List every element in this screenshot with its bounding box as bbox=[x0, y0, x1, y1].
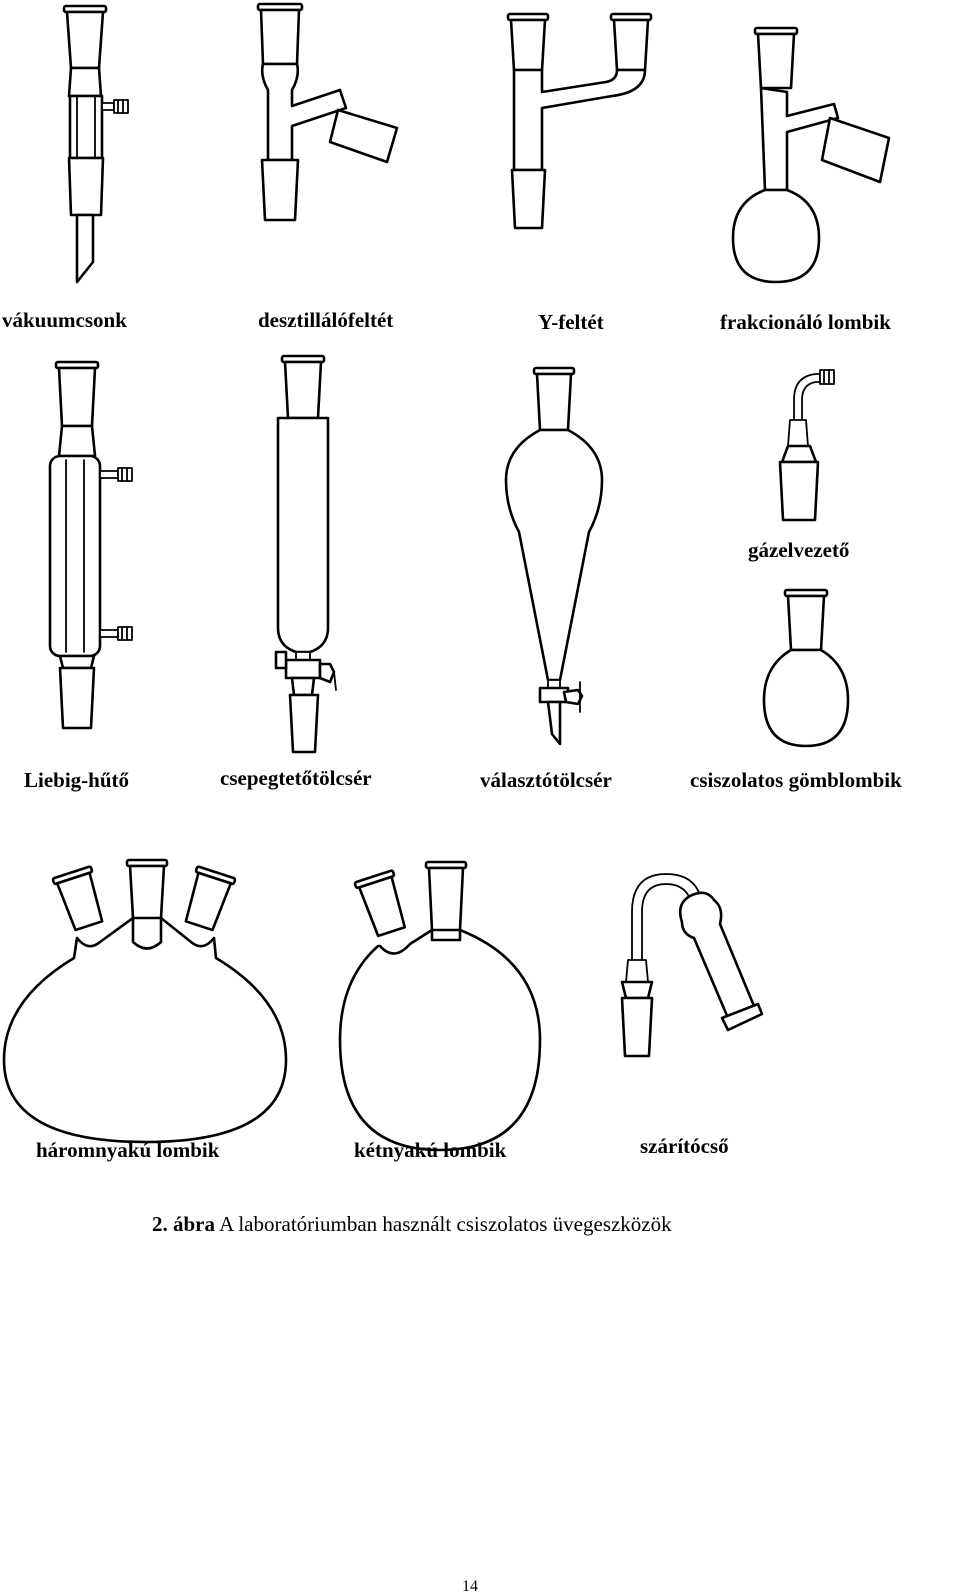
label-ketnyaku-lombik: kétnyakú lombik bbox=[354, 1138, 507, 1162]
label-vakuumcsonk: vákuumcsonk bbox=[2, 308, 127, 332]
vacuum-adapter-drawing bbox=[62, 4, 129, 284]
gas-outlet-adapter-drawing bbox=[778, 369, 835, 522]
label-gazelvezeto: gázelvezető bbox=[748, 538, 850, 562]
figure-number: 2. ábra bbox=[152, 1212, 215, 1236]
three-neck-flask-drawing bbox=[2, 858, 288, 1144]
page-number: 14 bbox=[462, 1578, 478, 1595]
distillation-head-drawing bbox=[256, 2, 399, 222]
fractionating-flask-drawing bbox=[731, 26, 891, 284]
round-bottom-flask-drawing bbox=[762, 588, 850, 748]
label-valasztotolcser: választótölcsér bbox=[480, 768, 612, 792]
separatory-funnel-drawing bbox=[504, 366, 604, 746]
label-haromnyaku-lombik: háromnyakú lombik bbox=[36, 1138, 220, 1162]
label-csiszolatos-gomblombik: csiszolatos gömblombik bbox=[690, 768, 902, 792]
two-neck-flask-drawing bbox=[338, 860, 542, 1152]
label-liebig-huto: Liebig-hűtő bbox=[24, 768, 130, 792]
label-desztillalofeltet: desztillálófeltét bbox=[258, 308, 394, 332]
dropping-funnel-drawing bbox=[274, 354, 337, 754]
label-y-feltet: Y-feltét bbox=[538, 310, 604, 334]
liebig-condenser-drawing bbox=[48, 360, 133, 730]
label-frakcionalo-lombik: frakcionáló lombik bbox=[720, 310, 891, 334]
y-adapter-drawing bbox=[506, 12, 653, 230]
label-csepegtetotolcser: csepegtetőtölcsér bbox=[220, 766, 372, 790]
label-szaritocso: szárítócső bbox=[640, 1134, 729, 1158]
figure-caption-text: A laboratóriumban használt csiszolatos ü… bbox=[219, 1212, 672, 1236]
drying-tube-drawing bbox=[620, 873, 764, 1058]
figure-caption: 2. ábra A laboratóriumban használt csisz… bbox=[152, 1212, 672, 1237]
